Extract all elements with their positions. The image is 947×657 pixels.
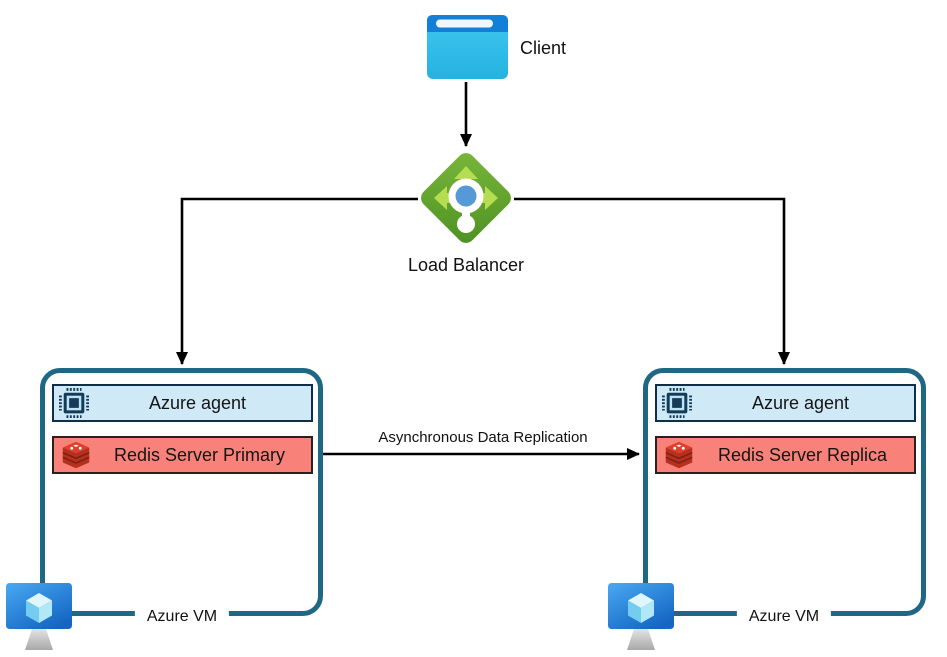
right-redis-label: Redis Server Replica xyxy=(717,444,888,465)
redis-icon xyxy=(665,441,693,469)
redis-icon xyxy=(62,441,90,469)
client-label: Client xyxy=(520,38,567,58)
client-browser-icon xyxy=(427,15,508,79)
right-vm-box: Azure agent Redis Server Replica xyxy=(643,368,926,616)
load-balancer-icon xyxy=(417,149,515,247)
cpu-chip-icon xyxy=(662,388,692,418)
right-azure-agent-bar: Azure agent xyxy=(655,384,916,422)
left-vm-box: Azure agent Redis Server Primary xyxy=(40,368,323,616)
left-redis-label: Redis Server Primary xyxy=(113,444,286,465)
left-redis-bar: Redis Server Primary xyxy=(52,436,313,474)
replication-label: Asynchronous Data Replication xyxy=(374,429,592,446)
right-azure-agent-label: Azure agent xyxy=(751,392,850,413)
right-azure-vm-label: Azure VM xyxy=(736,604,832,629)
azure-vm-icon xyxy=(608,583,676,653)
azure-vm-icon xyxy=(6,583,74,653)
right-redis-bar: Redis Server Replica xyxy=(655,436,916,474)
cpu-chip-icon xyxy=(59,388,89,418)
arrow-loadbalancer-to-right-vm xyxy=(514,197,790,365)
arrow-loadbalancer-to-left-vm xyxy=(176,197,418,365)
left-azure-vm-label: Azure VM xyxy=(134,604,230,629)
left-azure-agent-label: Azure agent xyxy=(148,392,247,413)
load-balancer-label: Load Balancer xyxy=(407,255,525,275)
left-azure-agent-bar: Azure agent xyxy=(52,384,313,422)
